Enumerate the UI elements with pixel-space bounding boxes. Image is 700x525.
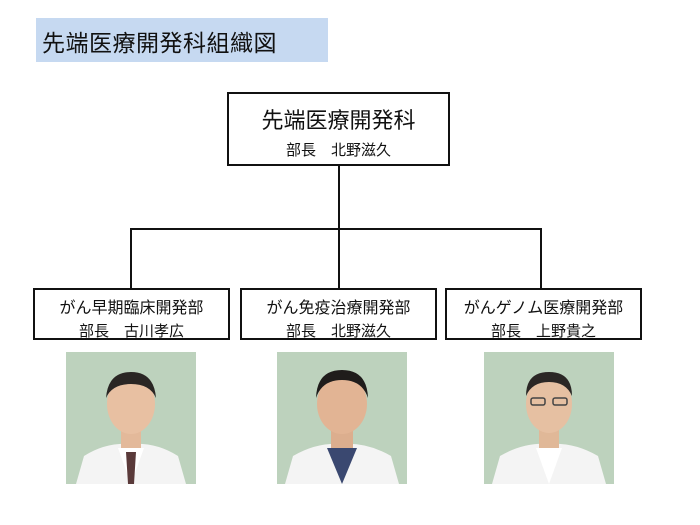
dept-name: がん早期臨床開発部 bbox=[35, 294, 228, 318]
org-box-top: 先端医療開発科 部長 北野滋久 bbox=[227, 92, 450, 166]
dept-box-immunotherapy: がん免疫治療開発部 部長 北野滋久 bbox=[240, 288, 437, 340]
org-name: 先端医療開発科 bbox=[229, 103, 448, 135]
dept-head: 部長 古川孝広 bbox=[35, 320, 228, 341]
dept-box-genomic: がんゲノム医療開発部 部長 上野貴之 bbox=[445, 288, 642, 340]
portrait-icon bbox=[66, 352, 196, 484]
portrait-icon bbox=[277, 352, 407, 484]
dept-name: がんゲノム医療開発部 bbox=[447, 294, 640, 318]
portrait-icon bbox=[484, 352, 614, 484]
dept-name: がん免疫治療開発部 bbox=[242, 294, 435, 318]
dept-box-early-clinical: がん早期臨床開発部 部長 古川孝広 bbox=[33, 288, 230, 340]
dept-head: 部長 上野貴之 bbox=[447, 320, 640, 341]
org-head: 部長 北野滋久 bbox=[229, 139, 448, 160]
dept-head: 部長 北野滋久 bbox=[242, 320, 435, 341]
